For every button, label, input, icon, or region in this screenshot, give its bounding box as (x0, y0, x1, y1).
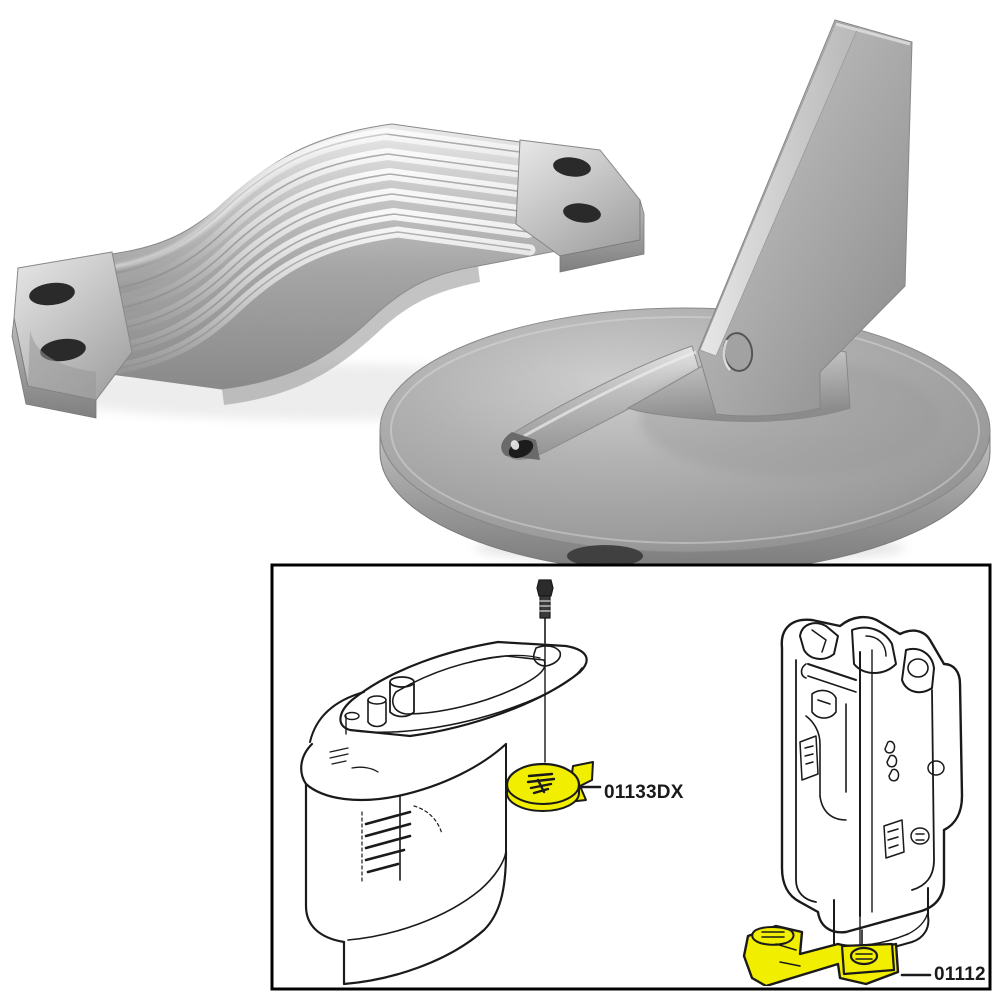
cavitation-plate-edge (349, 667, 583, 734)
bracket-anode-left-pad (751, 926, 795, 946)
bolt-slot-4 (563, 203, 601, 223)
gearcase-left-wall (304, 782, 346, 944)
hex-head-bolt-icon (536, 579, 554, 643)
plate-recess (392, 655, 546, 715)
gearcase-top-fittings (344, 676, 415, 735)
bolt-slot-1 (29, 282, 75, 306)
trim-tab-fin-top-edge (835, 22, 911, 46)
anode-seat-boss (532, 645, 562, 667)
label-01133DX: 01133DX (604, 782, 684, 803)
tilt-tube (807, 663, 857, 681)
water-intake-grille (364, 810, 412, 874)
bracket-anode-highlight (742, 924, 900, 986)
bracket-inner-left-wall (795, 659, 817, 903)
bolt-slot-2 (40, 338, 86, 362)
trim-tab-recess-glint (510, 440, 520, 450)
trim-tab-ridge-highlight (523, 350, 697, 438)
anode-disc-thickness (506, 784, 580, 812)
bracket-casting-marks (799, 735, 945, 859)
bracket-anode-highlight (107, 130, 389, 270)
bracket-anode-crease (775, 943, 801, 967)
bracket-anode-bolt-boss (849, 946, 879, 966)
trim-tab-anode-highlight (505, 761, 594, 812)
trim-tab-underside-stud (567, 545, 643, 567)
swivel-arm-detail (805, 689, 847, 821)
trim-tab-fin-bevel (699, 21, 859, 357)
gearcase-upper (300, 742, 508, 802)
left-pad-detail (761, 931, 785, 938)
anode-center-detail (526, 772, 556, 795)
gearcase-nose (309, 691, 365, 743)
trim-tab-disc-rim-highlight (390, 316, 980, 544)
bracket-anode-ribs (90, 127, 536, 376)
trim-tab-bolt-hole-highlight (722, 339, 731, 371)
diagram-frame (270, 563, 992, 991)
skeg (342, 850, 508, 986)
bracket-anode-right-flange (515, 139, 645, 273)
bracket-inner-right-wall (911, 689, 935, 891)
trim-tab-fin (697, 19, 913, 417)
right-flange-edge (559, 199, 645, 273)
cavitation-plate (339, 640, 588, 738)
bolt-slot-3 (553, 157, 591, 177)
label-01112: 01112 (934, 964, 986, 985)
bracket-anode-underside (222, 266, 480, 405)
bracket-top-ears (799, 622, 935, 694)
bracket-outline (780, 615, 964, 934)
grille-hint (413, 805, 443, 835)
bolt-boss-detail (855, 953, 873, 960)
outboard-lower-unit-figure (300, 579, 602, 986)
skeg-upper-edge (347, 851, 507, 941)
gearcase-casting-marks (329, 747, 379, 773)
transom-clamp-bracket-figure (742, 615, 964, 986)
trim-tab-anode (379, 19, 991, 575)
parts-fitment-diagram: 01133DX 01112 (270, 563, 992, 991)
bracket-anode-lower-shade (28, 330, 96, 400)
